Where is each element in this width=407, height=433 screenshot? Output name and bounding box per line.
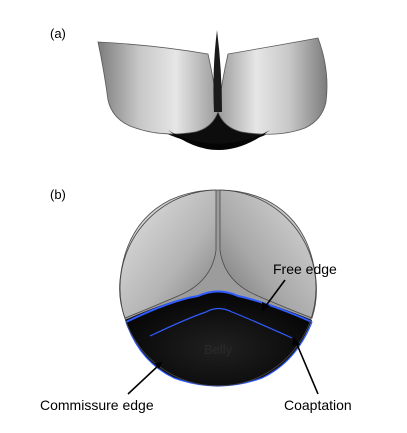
- panel-b-belly-leaflet: [125, 291, 312, 386]
- panel-a-label: (a): [50, 26, 66, 41]
- panel-a-valve: [97, 30, 328, 150]
- panel-b-coaptation-line: [149, 307, 293, 339]
- panel-b-left-leaflet: [119, 189, 217, 319]
- belly-label: Belly: [204, 342, 233, 357]
- panel-a-lower-crescent: [168, 130, 270, 150]
- panel-b-outline: [119, 189, 317, 387]
- panel-b-label: (b): [50, 187, 66, 202]
- panel-b-free-edge-line: [125, 290, 313, 323]
- free-edge-arrow: [262, 279, 286, 311]
- panel-b-right-leaflet: [219, 189, 317, 319]
- panel-b-valve: [119, 189, 317, 387]
- free-edge-label: Free edge: [273, 261, 337, 277]
- coaptation-label: Coaptation: [284, 397, 352, 413]
- coaptation-arrow: [292, 337, 319, 395]
- panel-a-right-leaflet: [217, 37, 328, 135]
- panel-a-left-leaflet: [97, 41, 219, 135]
- commissure-edge-label: Commissure edge: [40, 397, 154, 413]
- commissure-edge-arrow: [127, 362, 162, 395]
- panel-a-commissure-post: [213, 30, 222, 112]
